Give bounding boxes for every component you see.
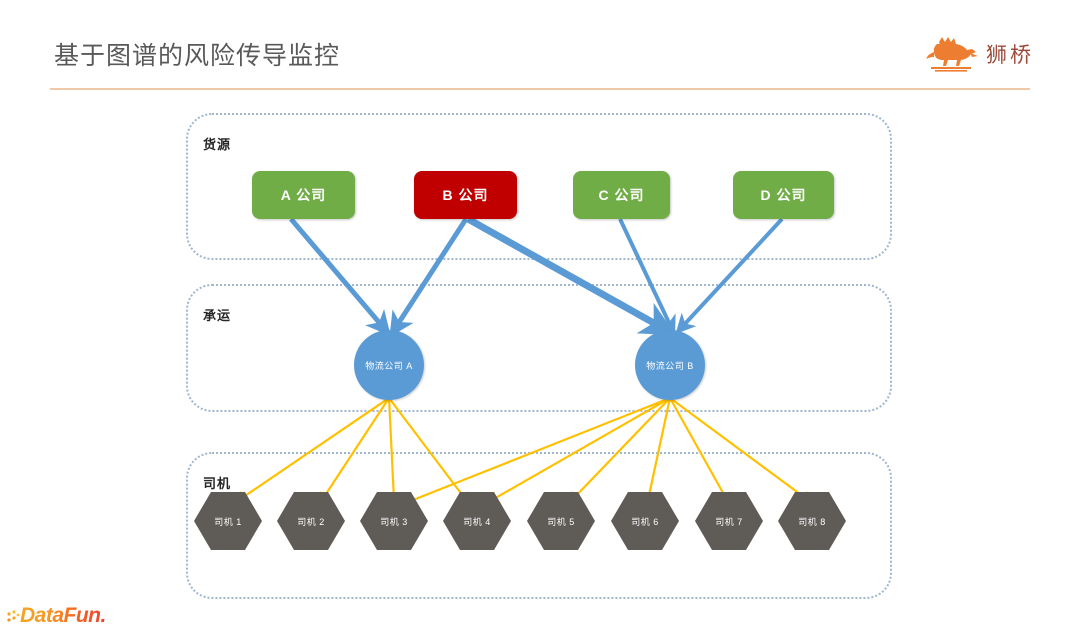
- node-driver-6-label: 司机 6: [631, 516, 659, 527]
- node-company-b[interactable]: B 公司: [414, 171, 517, 219]
- node-company-d[interactable]: D 公司: [733, 171, 834, 219]
- slide-header: 基于图谱的风险传导监控 狮桥: [0, 0, 1080, 92]
- node-driver-3[interactable]: 司机 3: [360, 492, 428, 550]
- brand-logo: 狮桥: [923, 34, 1034, 74]
- node-driver-7-label: 司机 7: [715, 516, 743, 527]
- lion-icon: [926, 37, 978, 72]
- datafun-dots-icon: [7, 610, 20, 622]
- node-company-a[interactable]: A 公司: [252, 171, 355, 219]
- band-driver-label: 司机: [203, 477, 232, 492]
- node-driver-1-label: 司机 1: [214, 516, 242, 527]
- node-driver-2-label: 司机 2: [297, 516, 325, 527]
- node-logistics-b-label: 物流公司 B: [646, 360, 694, 371]
- node-company-c-label: C 公司: [598, 187, 645, 203]
- datafun-wordmark: DataFun.: [20, 604, 106, 627]
- brand-name: 狮桥: [986, 44, 1034, 67]
- node-company-a-label: A 公司: [280, 187, 327, 203]
- node-driver-3-label: 司机 3: [380, 516, 408, 527]
- node-logistics-a[interactable]: 物流公司 A: [354, 330, 424, 400]
- node-driver-4[interactable]: 司机 4: [443, 492, 511, 550]
- header-divider: [50, 88, 1030, 90]
- node-company-b-label: B 公司: [442, 187, 489, 203]
- node-company-d-label: D 公司: [760, 187, 807, 203]
- band-carrier-label: 承运: [203, 309, 232, 324]
- page-title: 基于图谱的风险传导监控: [54, 42, 341, 70]
- band-carrier: [186, 284, 892, 412]
- node-logistics-a-label: 物流公司 A: [365, 360, 413, 371]
- node-driver-8-label: 司机 8: [798, 516, 826, 527]
- node-driver-2[interactable]: 司机 2: [277, 492, 345, 550]
- datafun-logo: DataFun.: [6, 600, 106, 626]
- band-source-label: 货源: [203, 138, 232, 153]
- node-driver-5-label: 司机 5: [547, 516, 575, 527]
- node-logistics-b[interactable]: 物流公司 B: [635, 330, 705, 400]
- node-driver-4-label: 司机 4: [463, 516, 491, 527]
- node-company-c[interactable]: C 公司: [573, 171, 670, 219]
